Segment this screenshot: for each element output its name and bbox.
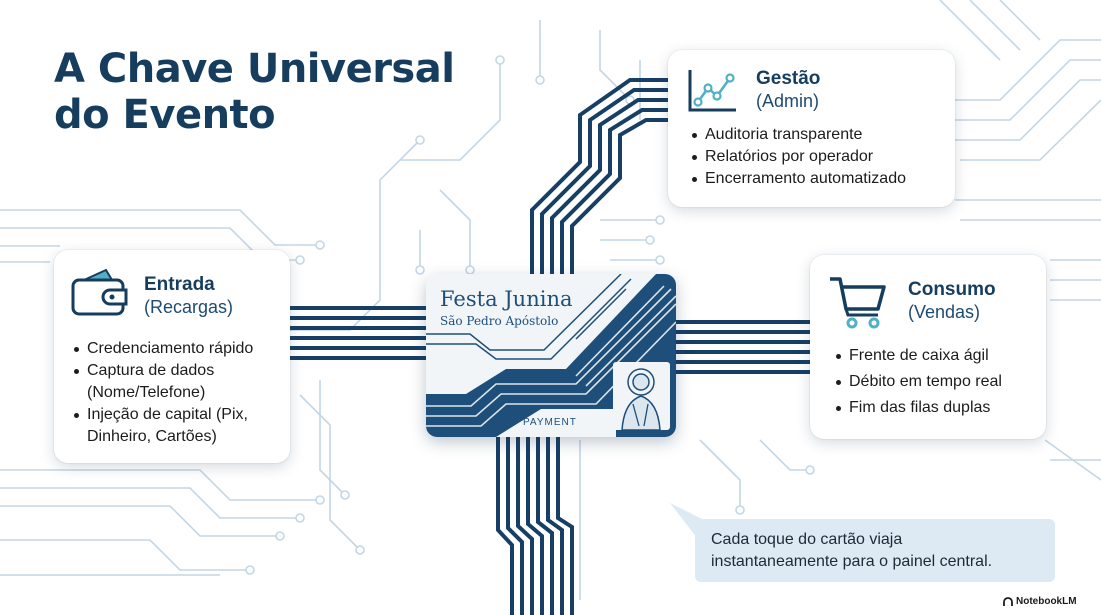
entrada-title: Entrada	[144, 274, 215, 295]
saint-figure-icon	[621, 368, 661, 431]
entrada-card: Entrada (Recargas) Credenciamento rápido…	[54, 250, 290, 463]
consumo-title: Consumo	[908, 279, 996, 300]
caption-line2: instantaneamente para o painel central.	[711, 553, 993, 570]
caption-line1: Cada toque do cartão viaja	[711, 531, 903, 548]
entrada-subtitle: (Recargas)	[144, 297, 234, 317]
card-payment-label: PAYMENT	[523, 417, 577, 428]
brand-label: NotebookLM	[1016, 596, 1077, 607]
consumo-subtitle: (Vendas)	[908, 302, 981, 322]
entrada-bullet-list: Credenciamento rápido Captura de dados (…	[72, 338, 287, 448]
gestao-bullet: Auditoria transparente	[690, 124, 906, 146]
wallet-icon	[71, 268, 128, 316]
gestao-card: Gestão (Admin) Auditoria transparente Re…	[668, 50, 955, 207]
gestao-bullet: Relatórios por operador	[690, 146, 906, 168]
line-chart-icon	[688, 70, 736, 112]
caption-box: Cada toque do cartão viaja instantaneame…	[695, 519, 1055, 582]
gestao-title: Gestão	[756, 68, 821, 89]
entrada-bullet: Captura de dados (Nome/Telefone)	[72, 360, 287, 404]
shopping-cart-icon	[830, 277, 886, 329]
page-title-line2: do Evento	[54, 92, 276, 138]
consumo-bullet: Débito em tempo real	[834, 371, 1002, 393]
card-subtitle: São Pedro Apóstolo	[440, 314, 559, 328]
caption-text: Cada toque do cartão viaja instantaneame…	[711, 529, 992, 573]
gestao-subtitle: (Admin)	[756, 91, 820, 111]
card-title: Festa Junina	[440, 287, 573, 311]
page-title-line1: A Chave Universal	[54, 46, 455, 92]
card-circuit-art	[426, 274, 676, 437]
gestao-bullet-list: Auditoria transparente Relatórios por op…	[690, 124, 906, 190]
entrada-bullet: Credenciamento rápido	[72, 338, 287, 360]
consumo-card: Consumo (Vendas) Frente de caixa ágil Dé…	[810, 255, 1046, 439]
entrada-bullet: Injeção de capital (Pix, Dinheiro, Cartõ…	[72, 404, 287, 448]
consumo-bullet-list: Frente de caixa ágil Débito em tempo rea…	[834, 345, 1002, 419]
page-title: A Chave Universal do Evento	[54, 46, 455, 138]
consumo-bullet: Fim das filas duplas	[834, 397, 1002, 419]
notebooklm-logo-icon	[1003, 597, 1013, 606]
gestao-bullet: Encerramento automatizado	[690, 168, 906, 190]
consumo-bullet: Frente de caixa ágil	[834, 345, 1002, 367]
payment-card: Festa Junina São Pedro Apóstolo PAYMENT	[426, 274, 676, 437]
